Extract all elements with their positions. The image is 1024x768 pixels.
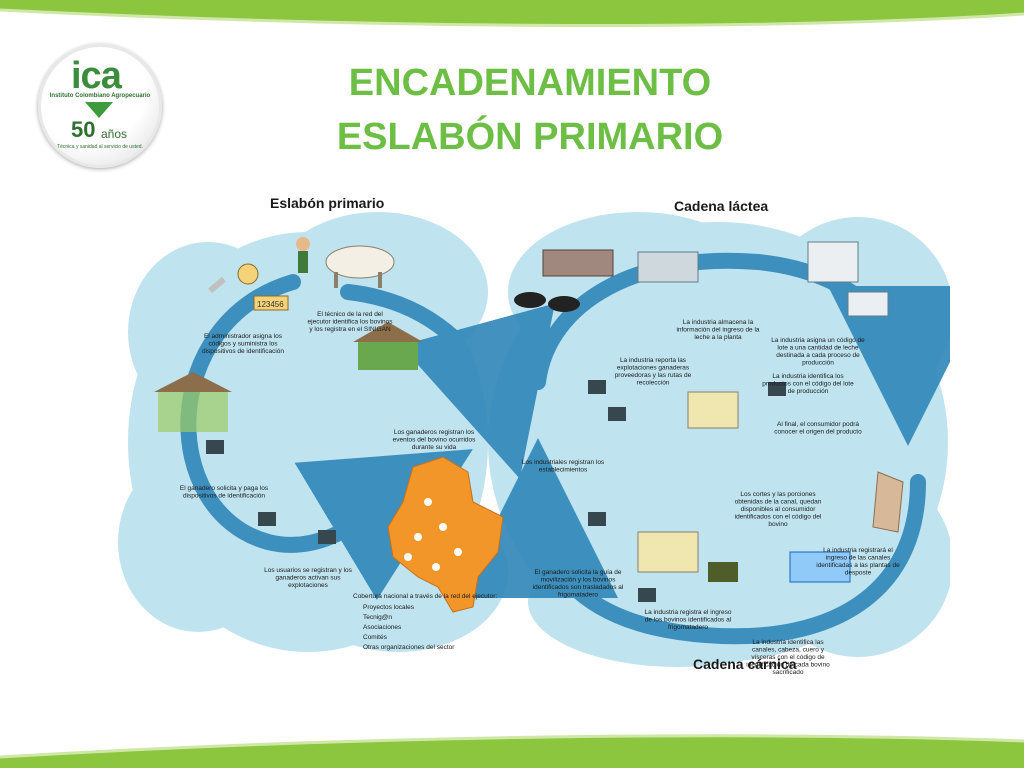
traceability-diagram: Eslabón primario Cadena láctea Cadena cá… <box>118 182 950 674</box>
colombia-map <box>387 456 504 613</box>
title-line-1: ENCADENAMIENTO <box>348 62 712 104</box>
coverage-item-4: Comités <box>363 634 388 641</box>
cows-illustration <box>514 249 614 312</box>
top-green-band <box>0 0 1024 28</box>
coverage-item-5: Otras organizaciones del sector <box>363 644 455 651</box>
heading-meat: Cadena cárnica <box>693 656 797 672</box>
heading-dairy: Cadena láctea <box>674 198 768 214</box>
dairy-loop-arrow <box>530 252 950 446</box>
tag-number: 123456 <box>257 300 284 309</box>
coverage-item-1: Proyectos locales <box>363 604 415 611</box>
heading-primary: Eslabón primario <box>270 195 384 211</box>
dairy-facilities-illustration <box>637 241 889 429</box>
farm-illustration <box>154 322 423 432</box>
logo-years-word: años <box>101 127 128 141</box>
right-cloud <box>488 212 950 667</box>
logo-tagline: Técnica y sanidad al servicio de usted. <box>57 144 143 150</box>
slide-title: ENCADENAMIENTO ESLABÓN PRIMARIO <box>290 56 770 164</box>
title-line-2: ESLABÓN PRIMARIO <box>336 116 724 158</box>
coverage-item-3: Asociaciones <box>363 624 402 631</box>
primary-to-chain-arrow <box>340 284 555 479</box>
ica-logo: ica Instituto Colombiano Agropecuario 50… <box>38 44 162 168</box>
cattle-illustration <box>296 237 395 288</box>
computer-stations <box>206 380 786 602</box>
coverage-list: Cobertura nacional a través de la red de… <box>353 593 497 651</box>
bottom-green-band <box>0 734 1024 768</box>
primary-loop-arrow <box>180 274 473 601</box>
meat-loop-arrow <box>458 438 926 645</box>
logo-subtitle: Instituto Colombiano Agropecuario <box>49 93 151 99</box>
logo-triangle-icon <box>85 102 113 118</box>
tag-device-illustration: 123456 <box>208 263 289 311</box>
coverage-heading: Cobertura nacional a través de la red de… <box>353 593 497 600</box>
logo-years-number: 50 <box>71 117 96 142</box>
coverage-item-2: Tecnig@n <box>363 614 392 621</box>
logo-wordmark: ica <box>71 55 122 97</box>
meat-facilities-illustration <box>637 471 904 583</box>
